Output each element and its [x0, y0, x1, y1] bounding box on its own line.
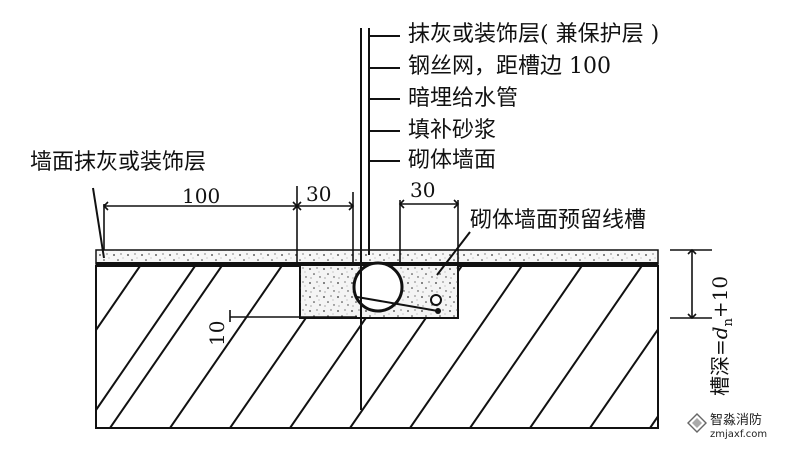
label-steel-mesh: 钢丝网，距槽边 100	[408, 54, 611, 79]
leader-lines	[92, 28, 471, 410]
label-filler-mortar: 填补砂浆	[408, 118, 497, 143]
dimension-10: 10	[205, 320, 229, 346]
label-reserved-groove: 砌体墙面预留线槽	[470, 208, 647, 233]
dimension-lines	[102, 186, 712, 322]
label-plaster-protect: 抹灰或装饰层( 兼保护层 )	[408, 22, 660, 47]
label-masonry-surface: 砌体墙面	[408, 148, 497, 173]
dimension-100: 100	[182, 184, 221, 208]
label-wall-plaster: 墙面抹灰或装饰层	[30, 150, 207, 175]
groove-depth-word: 槽深	[708, 356, 732, 396]
groove-depth-label: 槽深=dn+10	[708, 275, 736, 396]
groove-depth-suffix: +10	[708, 275, 732, 319]
label-concealed-pipe: 暗埋给水管	[408, 86, 519, 111]
watermark-logo	[687, 413, 707, 433]
dimension-30-right: 30	[410, 178, 436, 202]
dimension-30-left: 30	[306, 182, 332, 206]
watermark-name: 智淼消防	[710, 413, 763, 428]
groove-depth-subscript: n	[721, 318, 736, 327]
watermark-url: zmjaxf.com	[710, 429, 768, 440]
water-pipe	[352, 261, 442, 314]
groove-depth-formula: =d	[708, 326, 732, 356]
